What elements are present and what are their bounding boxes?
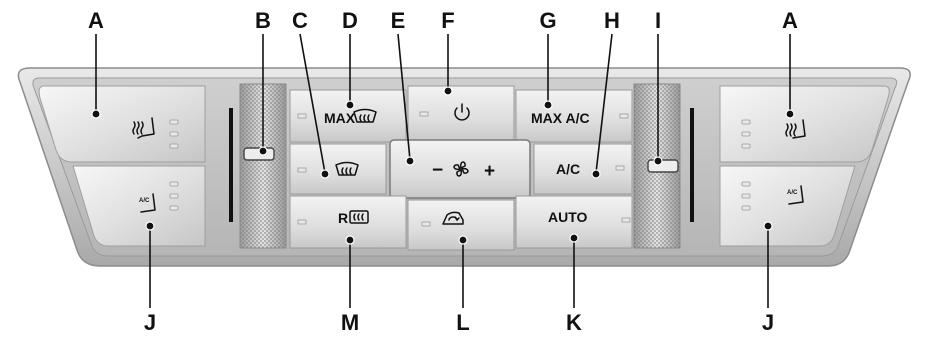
right-heated-seat-button[interactable] xyxy=(719,85,890,163)
rear-defrost-icon xyxy=(349,210,369,224)
callout-m: M xyxy=(341,310,359,335)
right-cooled-seat-button[interactable] xyxy=(719,165,856,247)
right-seat-buttons: A/C xyxy=(690,85,890,247)
ac-label: A/C xyxy=(556,161,580,177)
max-defrost-indicator xyxy=(297,113,307,119)
rear-defrost-indicator xyxy=(297,219,307,225)
cooled-seat-icon: A/C xyxy=(787,185,804,205)
max-ac-button[interactable] xyxy=(515,89,633,143)
callout-g: G xyxy=(539,8,556,33)
windshield-defrost-icon xyxy=(335,161,359,176)
left-heated-seat-button[interactable] xyxy=(38,85,206,163)
fan-minus-label: − xyxy=(432,160,443,181)
callout-j-right: J xyxy=(762,310,774,335)
ac-indicator xyxy=(615,165,625,171)
left-seat-heat-indicators xyxy=(169,119,179,149)
left-seat-cool-indicators xyxy=(169,181,179,211)
max-defrost-button[interactable] xyxy=(289,89,407,143)
svg-text:A/C: A/C xyxy=(139,198,150,204)
power-icon xyxy=(454,103,470,121)
callout-i: I xyxy=(655,8,661,33)
rear-defrost-r-label: R xyxy=(338,210,348,226)
heated-seat-icon xyxy=(132,117,155,139)
defrost-indicator xyxy=(297,167,307,173)
callout-d: D xyxy=(342,8,358,33)
callout-f: F xyxy=(441,8,454,33)
right-temperature-knob[interactable] xyxy=(633,83,681,249)
callout-a-left: A xyxy=(88,8,104,33)
callout-labels: A B C D E F G H I A J M L K J xyxy=(88,8,798,335)
right-knob-indicator xyxy=(647,159,679,173)
fan-plus-label: + xyxy=(484,161,495,182)
max-ac-label: MAX A/C xyxy=(531,110,590,126)
callout-a-right: A xyxy=(782,8,798,33)
recirculation-indicator xyxy=(421,221,431,227)
power-indicator xyxy=(419,111,429,117)
fan-icon xyxy=(453,161,469,177)
leader-lines xyxy=(95,33,791,308)
callout-h: H xyxy=(604,8,620,33)
leader-dots xyxy=(91,86,795,245)
left-seat-buttons: A/C xyxy=(38,85,233,247)
recirculation-icon xyxy=(442,211,464,225)
callout-c: C xyxy=(292,8,308,33)
auto-indicator xyxy=(621,217,631,223)
svg-text:A/C: A/C xyxy=(787,190,798,196)
max-ac-indicator xyxy=(619,113,629,119)
heated-seat-icon xyxy=(785,119,806,139)
auto-label: AUTO xyxy=(548,209,588,225)
cooled-seat-icon: A/C xyxy=(139,193,156,213)
right-seat-heat-indicators xyxy=(741,119,751,149)
callout-k: K xyxy=(566,310,582,335)
right-seat-cool-indicators xyxy=(741,181,751,211)
windshield-defrost-icon xyxy=(353,108,377,123)
center-buttons: MAX MAX A/C − + A/C R xyxy=(289,85,633,251)
callout-b: B xyxy=(255,8,271,33)
callout-j-left: J xyxy=(144,310,156,335)
callout-l: L xyxy=(456,310,469,335)
max-defrost-label: MAX xyxy=(324,110,356,126)
callout-e: E xyxy=(391,8,406,33)
